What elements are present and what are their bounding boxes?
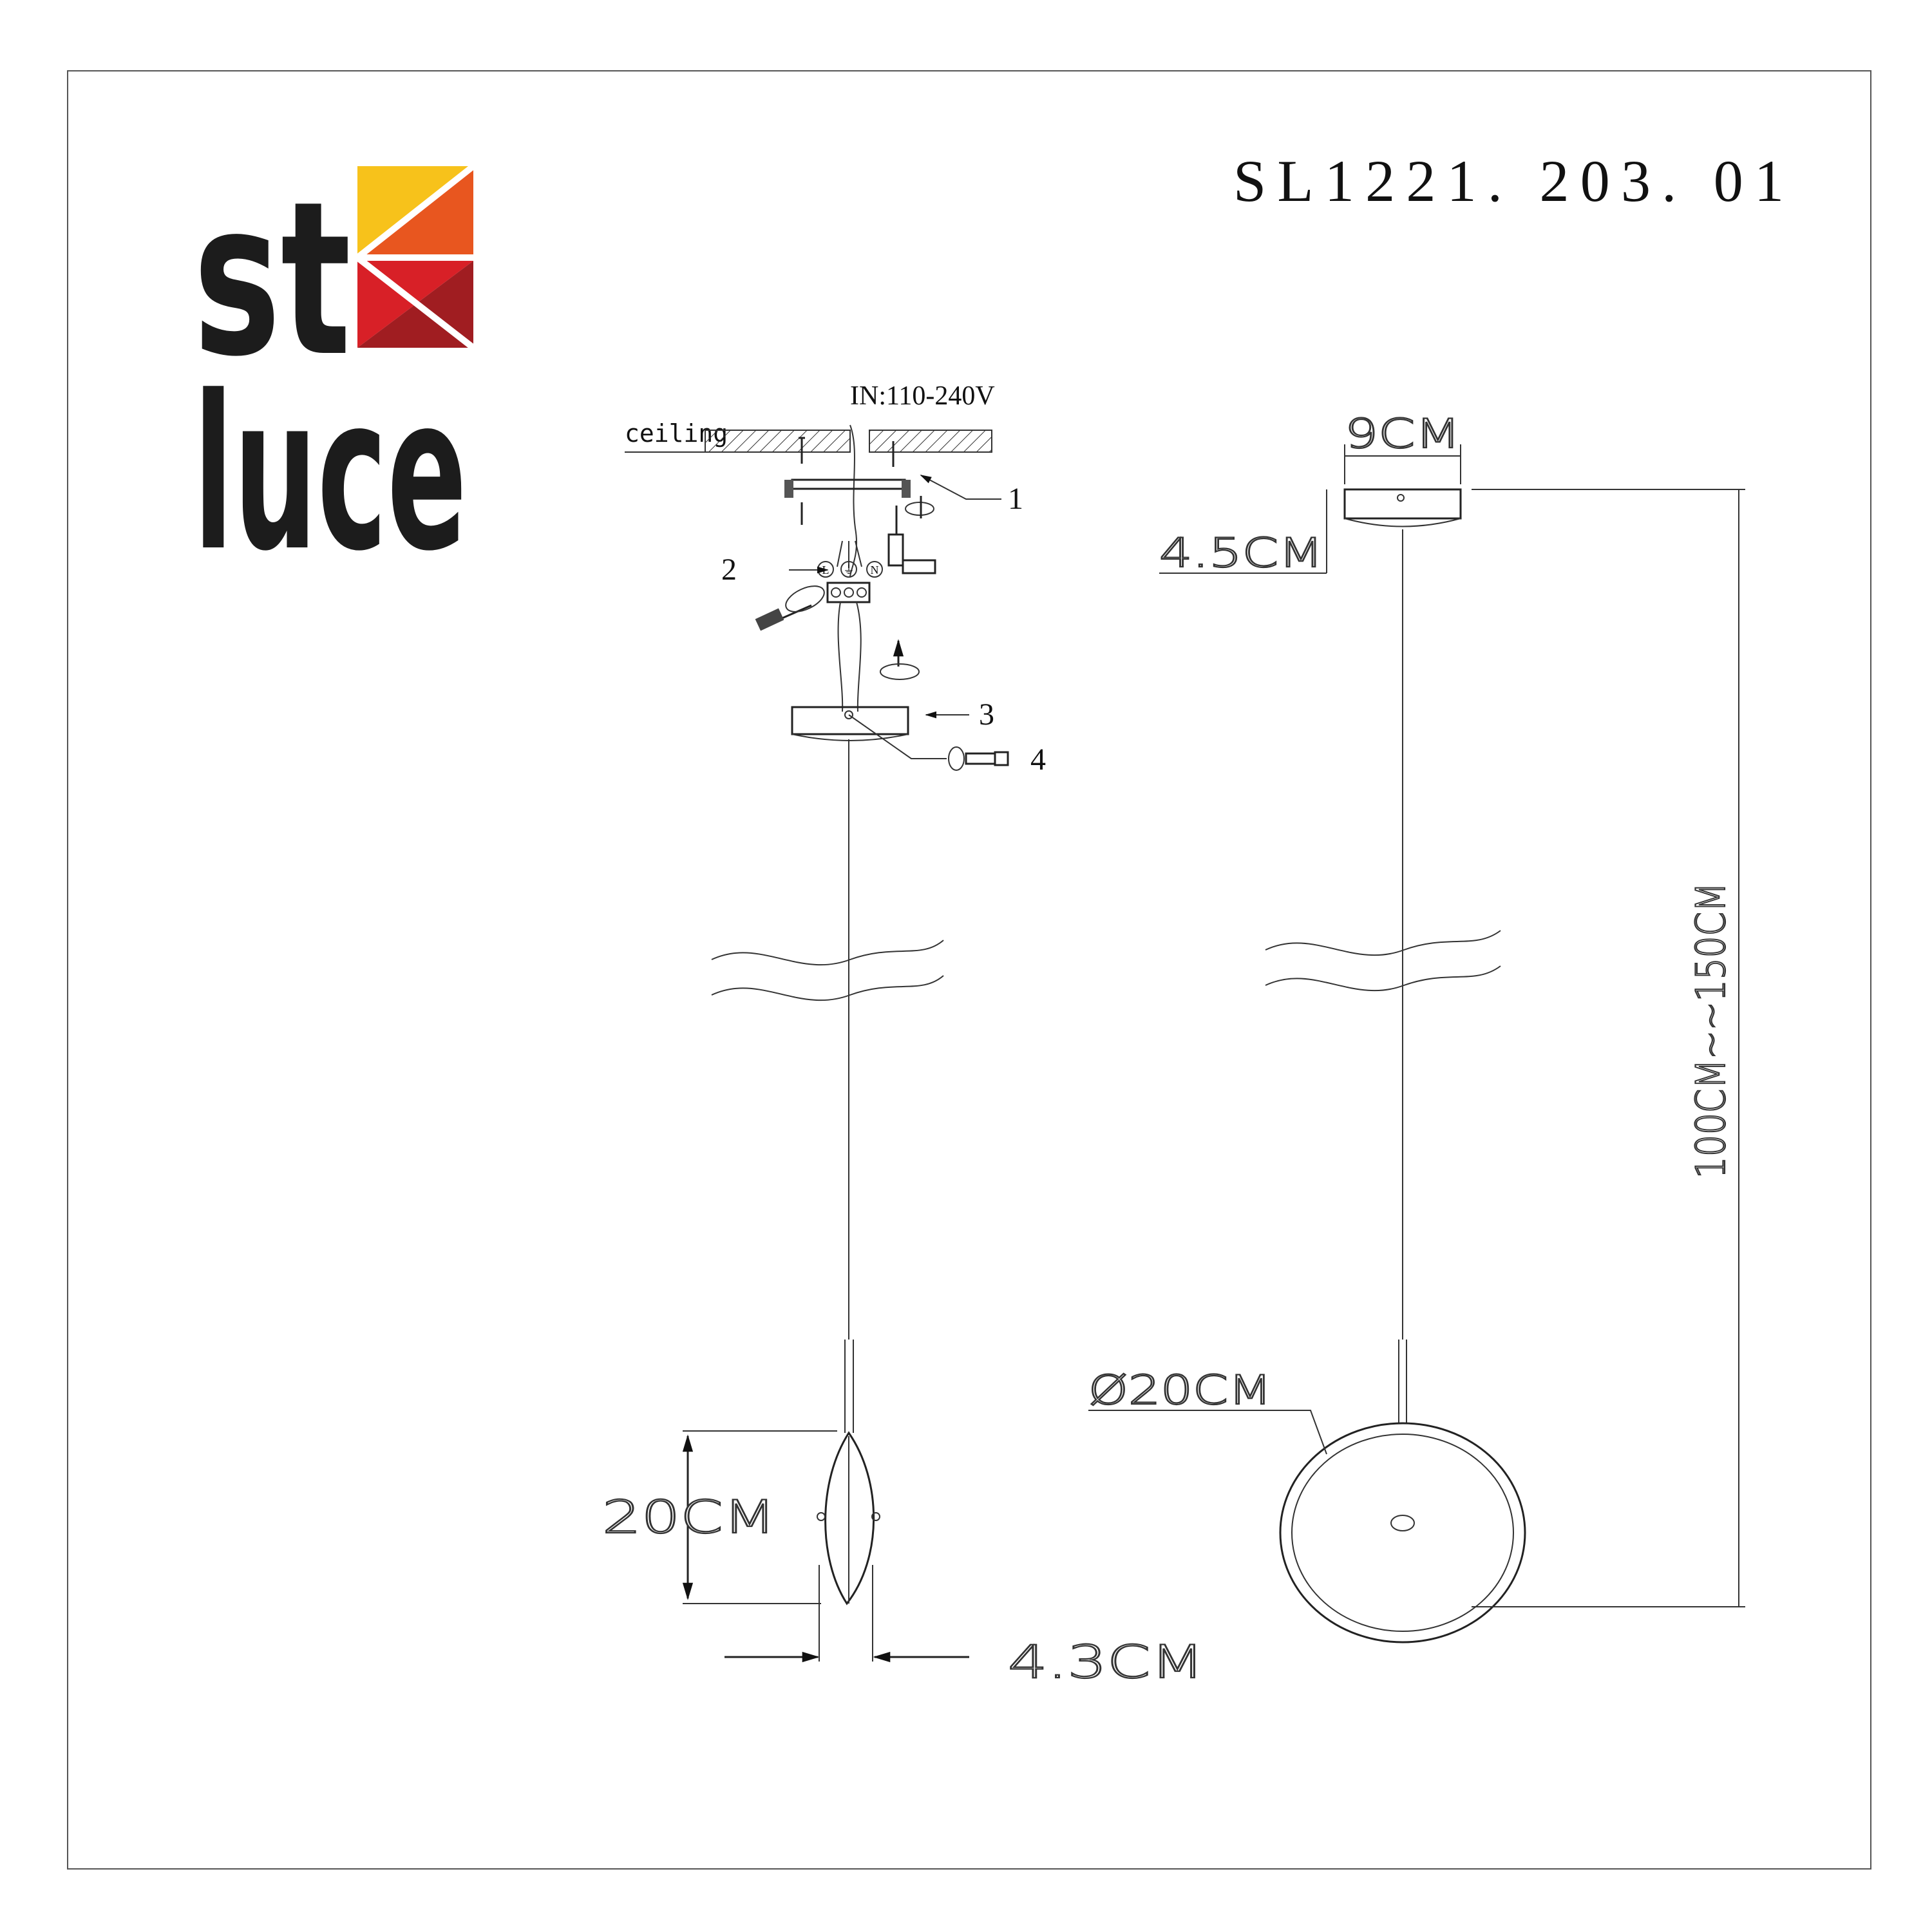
mounting-bracket [784,478,911,498]
shade-front-view [1279,1422,1526,1643]
logo-text-st: st [193,156,351,403]
brand-logo: st luce [193,156,476,598]
callout-3: 3 [979,697,994,732]
terminal-block [826,582,871,603]
canopy-front [1343,488,1462,520]
canopy-height-dim: 4.5CM [1159,529,1323,576]
terminal-earth: ⏚ [843,564,855,576]
logo-square-icon [355,164,476,350]
canopy-width-dim: 9CM [1345,410,1461,457]
callout-4: 4 [1030,743,1046,777]
ceiling-slab [705,430,851,453]
terminal-labels: L ⏚ N [817,561,883,578]
page-border [67,70,1871,1870]
ceiling-slab [869,430,992,453]
break-mark [1265,930,1501,956]
screwdriver-icon [755,585,825,631]
break-mark [711,975,944,1001]
logo-text-luce: luce [193,350,467,598]
drop-length-dim: 100CM~~150CM [1687,882,1734,1179]
shade-height-dim: 20CM [602,1491,776,1544]
callout-2: 2 [721,553,737,587]
installation-diagram: IN:110-240V ceiling L ⏚ [601,381,1205,1689]
voltage-label: IN:110-240V [850,381,995,411]
canopy [791,706,909,735]
shade-depth-dim: 4.3CM [1008,1636,1204,1689]
break-mark [1265,965,1501,992]
front-view: 9CM 4.5CM 100CM~~150CM Ø20CM [1088,410,1745,1643]
shade-diameter-dim: Ø20CM [1088,1367,1272,1414]
shade-side-view [817,1340,880,1605]
model-number: SL1221. 203. 01 [1233,148,1784,214]
callout-1: 1 [1008,482,1023,516]
set-screw-icon [948,746,1009,771]
break-mark [711,940,944,966]
terminal-n: N [871,564,879,576]
